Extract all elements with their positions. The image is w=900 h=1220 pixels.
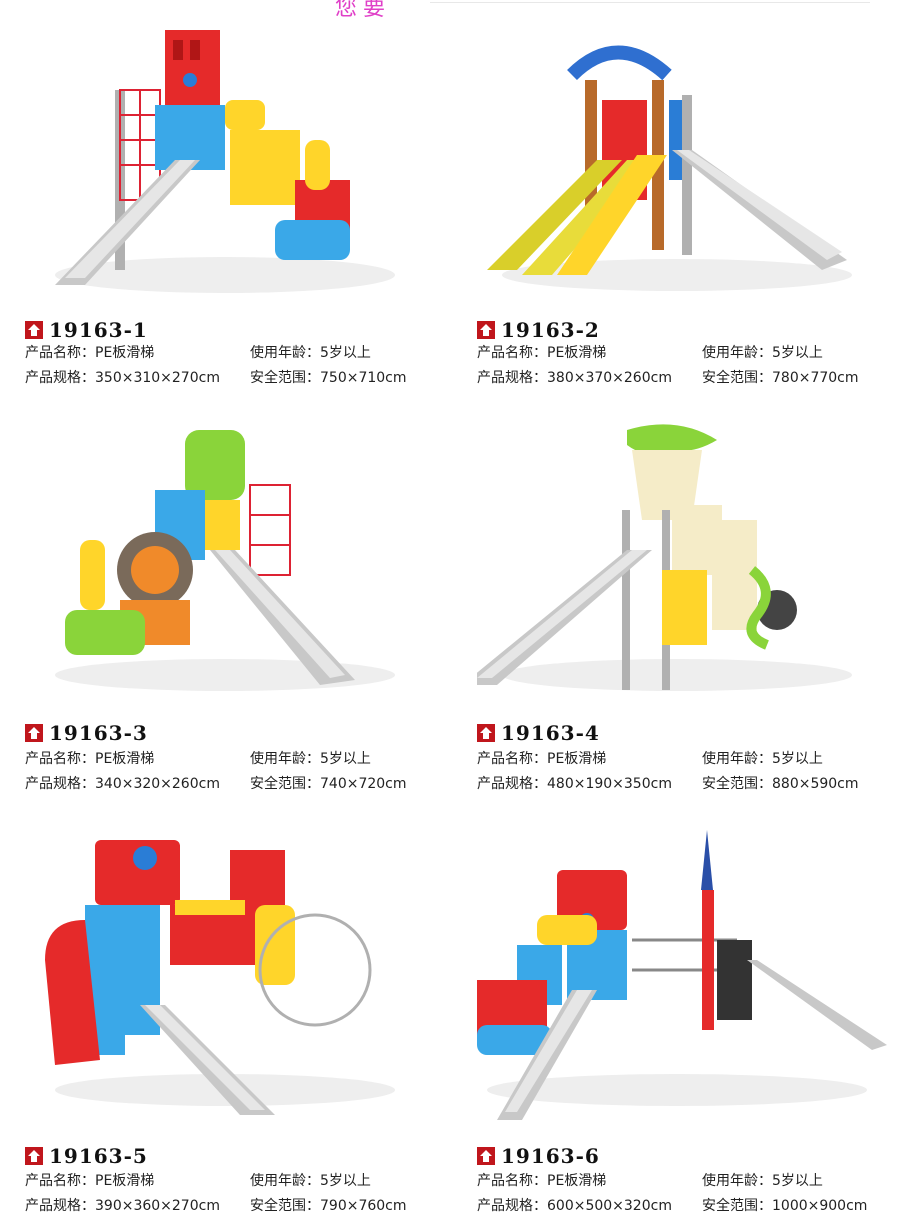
product-code: 19163-4 [501, 721, 600, 745]
product-image-6[interactable] [477, 830, 900, 1120]
product-age-line: 使用年龄：5岁以上 [702, 751, 823, 767]
product-card-4[interactable]: 19163-4 产品名称：PE板滑梯 使用年龄：5岁以上 产品规格：480×19… [477, 420, 900, 800]
product-name-line: 产品名称：PE板滑梯 [25, 1173, 155, 1189]
product-range-line: 安全范围：750×710cm [250, 370, 407, 386]
product-range-line: 安全范围：740×720cm [250, 776, 407, 792]
product-range-line: 安全范围：1000×900cm [702, 1198, 868, 1214]
product-age-line: 使用年龄：5岁以上 [250, 751, 371, 767]
product-code-row: 19163-2 [477, 318, 600, 342]
product-image-2[interactable] [477, 20, 900, 305]
product-code-row: 19163-4 [477, 721, 600, 745]
product-range-line: 安全范围：880×590cm [702, 776, 859, 792]
product-image-4[interactable] [477, 420, 900, 705]
product-code: 19163-5 [49, 1144, 148, 1168]
product-house-icon [25, 321, 43, 339]
product-age-line: 使用年龄：5岁以上 [250, 345, 371, 361]
product-code-row: 19163-3 [25, 721, 148, 745]
product-code-row: 19163-6 [477, 1144, 600, 1168]
product-size-line: 产品规格：390×360×270cm [25, 1198, 220, 1214]
product-size-line: 产品规格：600×500×320cm [477, 1198, 672, 1214]
product-range-line: 安全范围：780×770cm [702, 370, 859, 386]
product-house-icon [477, 321, 495, 339]
product-house-icon [25, 724, 43, 742]
header-divider [430, 2, 870, 3]
product-size-line: 产品规格：380×370×260cm [477, 370, 672, 386]
product-card-2[interactable]: 19163-2 产品名称：PE板滑梯 使用年龄：5岁以上 产品规格：380×37… [477, 20, 900, 390]
product-age-line: 使用年龄：5岁以上 [702, 345, 823, 361]
product-code: 19163-6 [501, 1144, 600, 1168]
product-card-3[interactable]: 19163-3 产品名称：PE板滑梯 使用年龄：5岁以上 产品规格：340×32… [25, 420, 455, 800]
product-name-line: 产品名称：PE板滑梯 [25, 345, 155, 361]
product-name-line: 产品名称：PE板滑梯 [25, 751, 155, 767]
product-size-line: 产品规格：480×190×350cm [477, 776, 672, 792]
product-code: 19163-3 [49, 721, 148, 745]
product-code: 19163-1 [49, 318, 148, 342]
product-range-line: 安全范围：790×760cm [250, 1198, 407, 1214]
product-age-line: 使用年龄：5岁以上 [702, 1173, 823, 1189]
product-house-icon [477, 724, 495, 742]
product-code-row: 19163-1 [25, 318, 148, 342]
product-image-1[interactable] [25, 20, 455, 305]
product-size-line: 产品规格：350×310×270cm [25, 370, 220, 386]
product-card-6[interactable]: 19163-6 产品名称：PE板滑梯 使用年龄：5岁以上 产品规格：600×50… [477, 830, 900, 1215]
product-age-line: 使用年龄：5岁以上 [250, 1173, 371, 1189]
product-name-line: 产品名称：PE板滑梯 [477, 751, 607, 767]
product-name-line: 产品名称：PE板滑梯 [477, 1173, 607, 1189]
product-house-icon [25, 1147, 43, 1165]
product-code-row: 19163-5 [25, 1144, 148, 1168]
header-partial-text: 您要 [335, 0, 392, 21]
product-house-icon [477, 1147, 495, 1165]
product-card-5[interactable]: 19163-5 产品名称：PE板滑梯 使用年龄：5岁以上 产品规格：390×36… [25, 830, 455, 1215]
top-banner-edge: 您要 [0, 0, 900, 21]
product-name-line: 产品名称：PE板滑梯 [477, 345, 607, 361]
product-code: 19163-2 [501, 318, 600, 342]
product-card-1[interactable]: 19163-1 产品名称：PE板滑梯 使用年龄：5岁以上 产品规格：350×31… [25, 20, 455, 390]
product-image-3[interactable] [25, 420, 455, 705]
product-image-5[interactable] [25, 830, 455, 1120]
product-size-line: 产品规格：340×320×260cm [25, 776, 220, 792]
